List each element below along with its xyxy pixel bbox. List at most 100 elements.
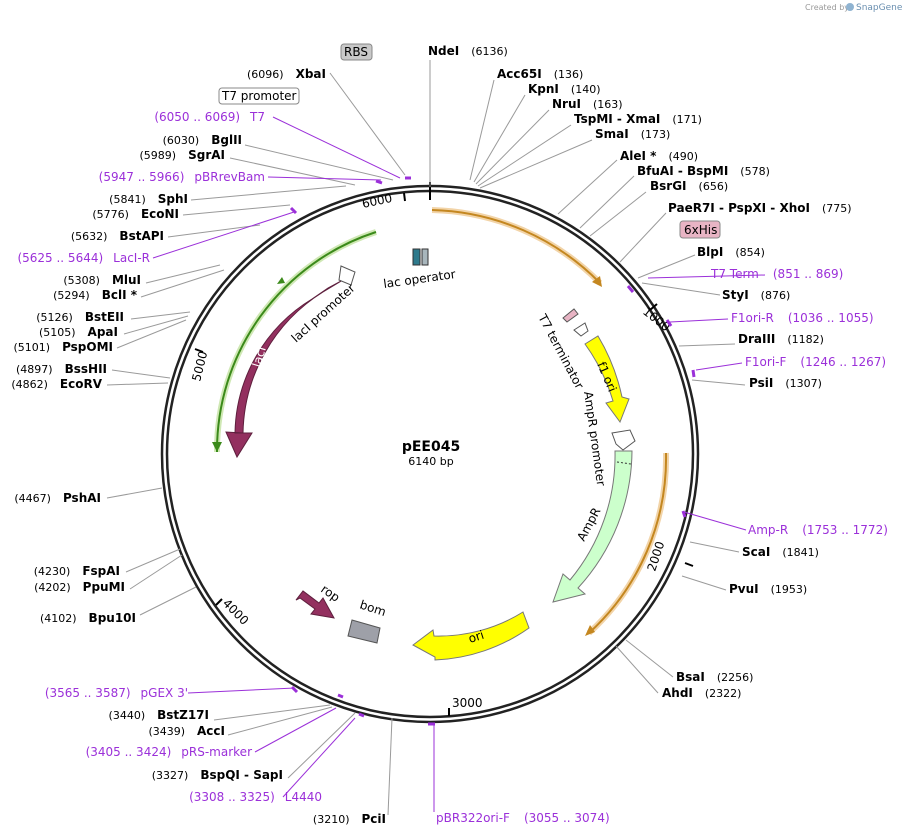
site-blpi: BlpI(854) <box>697 245 765 259</box>
plasmid-name: pEE045 <box>402 439 460 455</box>
t7-terminator-mark <box>562 308 579 323</box>
site-psii: PsiI(1307) <box>749 376 822 390</box>
primer-f1ori-r: F1ori-R(1036 .. 1055) <box>731 311 874 325</box>
site-bpu10i: (4102)Bpu10I <box>40 611 136 625</box>
site-bsrgi: BsrGI(656) <box>650 179 728 193</box>
laci-promoter-label: lacI promoter <box>289 281 358 345</box>
rbs-label: RBS <box>344 45 368 59</box>
primer-t7-term: T7 Term(851 .. 869) <box>710 267 843 281</box>
rbs-box <box>340 43 373 61</box>
site-econi: (5776)EcoNI <box>92 207 179 221</box>
site-bglii: (6030)BglII <box>163 133 242 147</box>
t7-promoter-box <box>218 87 300 105</box>
site-draiii: DraIII(1182) <box>738 332 824 346</box>
t7-terminator-label: T7 terminator <box>535 311 587 391</box>
primer-leader-lines <box>152 116 766 812</box>
tick-4000: 4000 <box>220 596 251 627</box>
site-sgrai: (5989)SgrAI <box>140 148 225 162</box>
laci-gene <box>225 279 344 459</box>
plasmid-size: 6140 bp <box>408 455 453 468</box>
ampr-promoter-arrow <box>611 429 636 451</box>
laci-promoter-arrow <box>338 265 356 286</box>
site-pspomi: (5101)PspOMI <box>13 340 113 354</box>
site-pvui: PvuI(1953) <box>729 582 807 596</box>
feature-highlight-top <box>431 207 603 286</box>
site-xbai: (6096)XbaI <box>247 67 326 81</box>
left-site-labels: (6096)XbaI (6030)BglII (5989)SgrAI (5841… <box>11 67 386 826</box>
site-ppumi: (4202)PpuMI <box>34 580 125 594</box>
snapgene-logo-icon <box>846 3 854 11</box>
lac-operator-mark-b <box>421 248 429 266</box>
site-ahdi: AhdI(2322) <box>662 686 741 700</box>
right-leader-lines <box>429 60 746 694</box>
primer-pbrrevbam: (5947 .. 5966)pBRrevBam <box>99 170 265 184</box>
site-acci: (3439)AccI <box>148 724 225 738</box>
site-bsteii: (5126)BstEII <box>36 310 124 324</box>
feature-arc-left-mid-arrow <box>277 277 285 284</box>
site-bsshii: (4897)BssHII <box>16 362 107 376</box>
primer-t7: (6050 .. 6069)T7 <box>154 110 265 124</box>
site-tspmi-xmai: TspMI - XmaI(171) <box>574 112 702 126</box>
tick-6000: 6000 <box>361 191 394 211</box>
ampr-feature <box>552 450 633 603</box>
ampr-promoter-label: AmpR promoter <box>581 390 608 486</box>
tick-5000: 5000 <box>189 350 210 383</box>
site-pcii: (3210)PciI <box>313 812 386 826</box>
laci-label: lacI <box>249 345 268 369</box>
site-nrui: NruI(163) <box>552 97 623 111</box>
tick-marks <box>194 182 694 716</box>
t7-promoter-label: T7 promoter <box>221 89 297 103</box>
primer-l4440: (3308 .. 3325)L4440 <box>189 790 322 804</box>
site-bstz17i: (3440)BstZ17I <box>109 708 209 722</box>
bom-label: bom <box>358 598 388 620</box>
feature-arc-right <box>588 452 668 634</box>
right-site-labels: NdeI(6136) Acc65I(136) KpnI(140) NruI(16… <box>428 44 852 700</box>
site-smai: SmaI(173) <box>595 127 670 141</box>
right-primer-labels: T7 Term(851 .. 869) F1ori-R(1036 .. 1055… <box>436 267 888 825</box>
site-pshai: (4467)PshAI <box>14 491 101 505</box>
site-kpni: KpnI(140) <box>528 82 601 96</box>
small-feature-arrow <box>573 322 589 337</box>
site-ndei: NdeI(6136) <box>428 44 508 58</box>
site-fspai: (4230)FspAI <box>34 564 120 578</box>
rop-feature <box>295 590 335 619</box>
tick-3000: 3000 <box>452 696 483 710</box>
bom-feature <box>347 619 381 644</box>
site-paer7i-pspxi-xhoi: PaeR7I - PspXI - XhoI(775) <box>668 201 852 215</box>
ori-feature <box>412 611 530 661</box>
site-apai: (5105)ApaI <box>39 325 118 339</box>
site-bspqi-sapi: (3327)BspQI - SapI <box>152 768 283 782</box>
lac-operator-label: lac operator <box>382 267 456 291</box>
site-scai: ScaI(1841) <box>742 545 819 559</box>
site-mlui: (5308)MluI <box>63 273 141 287</box>
feature-arc-left <box>215 231 377 453</box>
site-sphi: (5841)SphI <box>109 192 188 206</box>
primer-marks <box>289 176 696 726</box>
primer-amp-r: Amp-R(1753 .. 1772) <box>748 523 888 537</box>
feature-arc-left-arrowhead <box>212 442 222 452</box>
primer-pgex3: (3565 .. 3587)pGEX 3' <box>45 686 188 700</box>
lac-operator-mark-a <box>412 248 421 266</box>
created-by-text: Created by <box>805 3 849 12</box>
left-leader-lines <box>106 72 406 816</box>
primer-pbr322ori-f: pBR322ori-F(3055 .. 3074) <box>436 811 610 825</box>
primer-laci-r: (5625 .. 5644)LacI-R <box>17 251 150 265</box>
primer-f1ori-f: F1ori-F(1246 .. 1267) <box>745 355 886 369</box>
site-acc65i: Acc65I(136) <box>497 67 583 81</box>
primer-prs-marker: (3405 .. 3424)pRS-marker <box>86 745 252 759</box>
f1-ori-feature <box>584 335 630 424</box>
site-ecorv: (4862)EcoRV <box>11 377 102 391</box>
left-primer-labels: (6050 .. 6069)T7 (5947 .. 5966)pBRrevBam… <box>17 110 322 804</box>
site-styi: StyI(876) <box>722 288 790 302</box>
his-tag-label: 6xHis <box>684 223 717 237</box>
feature-arc-top-arrowhead <box>592 276 602 287</box>
site-bsai: BsaI(2256) <box>676 670 753 684</box>
feature-arc-top <box>431 209 601 284</box>
feature-arc-right-arrowhead <box>585 625 595 636</box>
snapgene-brand: SnapGene <box>856 3 903 13</box>
his-tag-box <box>679 220 721 239</box>
site-alei: AleI *(490) <box>620 149 698 163</box>
site-bcli: (5294)BclI * <box>53 288 138 302</box>
site-bstapi: (5632)BstAPI <box>71 229 164 243</box>
